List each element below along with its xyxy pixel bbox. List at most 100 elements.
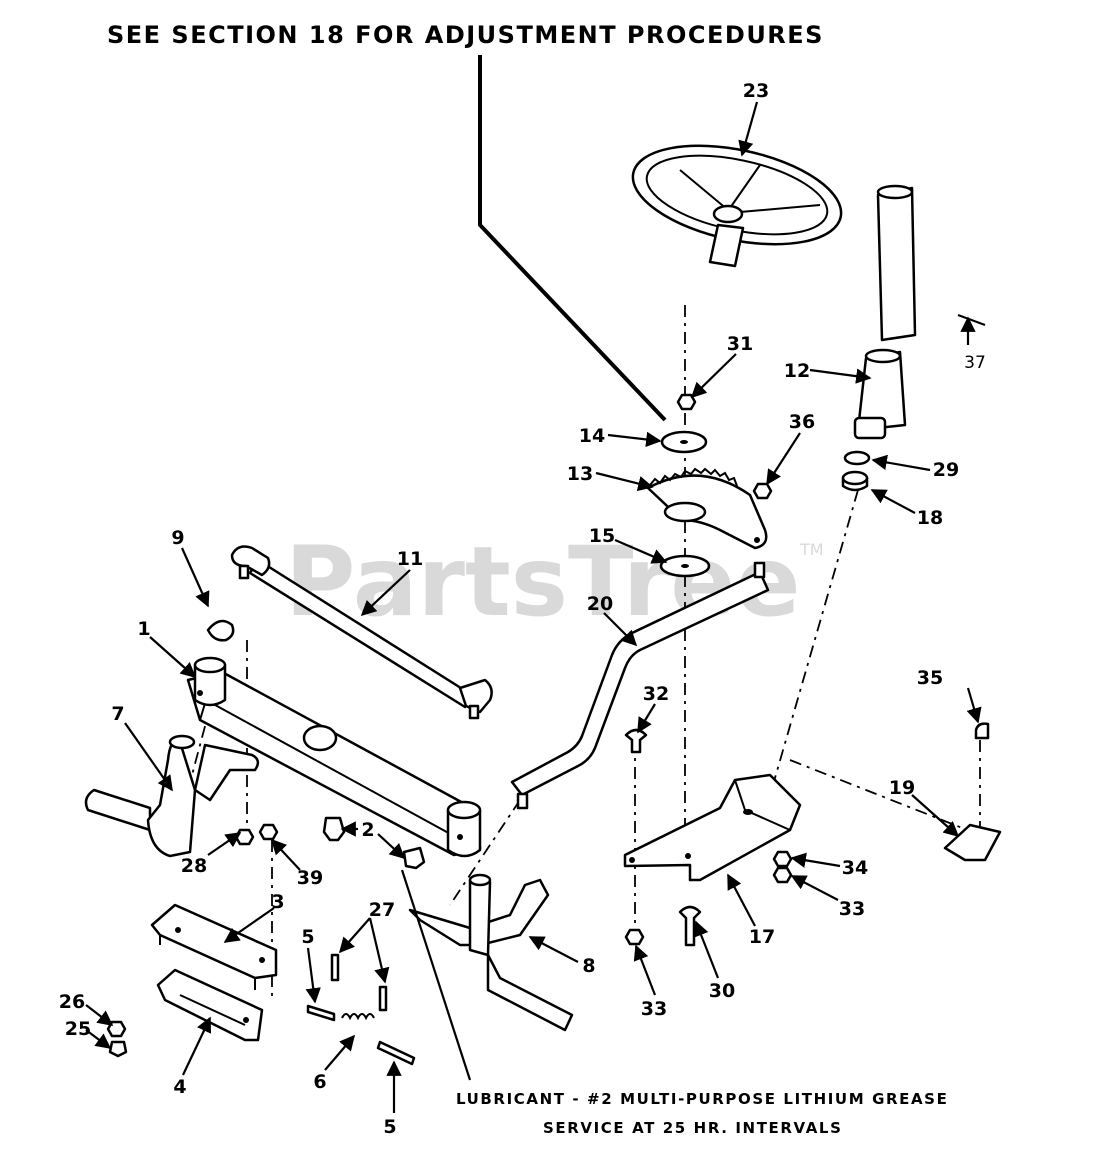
bolt-part-35 [974,722,990,740]
leader-30 [693,920,720,979]
callout-20: 20 [587,593,613,615]
leader-35 [966,687,982,724]
lubricant-note: LUBRICANT - #2 MULTI-PURPOSE LITHIUM GRE… [456,1090,948,1108]
callout-31: 31 [727,333,753,355]
pin-part-5b [376,1040,416,1066]
leader-34 [790,852,841,868]
leader-39 [270,838,301,871]
callout-18: 18 [917,507,943,529]
callout-3: 3 [271,891,284,913]
leader-27b [368,917,390,984]
leader-5a [305,947,321,1004]
callout-39: 39 [297,867,323,889]
leader-2b [377,833,406,860]
nut-part-28 [234,828,255,846]
trademark-mark: TM [799,540,824,559]
leader-19 [911,794,960,838]
callout-36: 36 [789,411,815,433]
leader-17 [727,873,756,927]
drag-link-stud-bottom [516,792,529,810]
nut-part-36 [752,482,773,500]
support-plate-part-17 [623,773,802,882]
service-interval-note: SERVICE AT 25 HR. INTERVALS [543,1119,843,1137]
callout-4: 4 [173,1076,186,1098]
spindle-axis-line [187,699,213,791]
callout-13: 13 [567,463,593,485]
leader-31 [690,353,737,399]
sector-gear-part-13 [646,467,768,550]
leader-4 [182,1016,212,1076]
callout-17: 17 [749,926,775,948]
adjustment-header: SEE SECTION 18 FOR ADJUSTMENT PROCEDURES [107,21,824,49]
leader-12 [809,368,872,384]
leader-27a [338,917,371,954]
steering-column-part-12 [853,184,917,440]
bracket-19-axis-line [789,759,981,836]
callout-5b: 5 [383,1116,396,1138]
callout-28: 28 [181,855,207,877]
nut-part-33a [624,928,645,946]
callout-35: 35 [917,667,943,689]
leader-9 [180,547,210,608]
leader-3 [223,907,275,943]
leader-33b [790,875,839,901]
callout-23: 23 [743,80,769,102]
leader-8 [528,936,579,963]
callout-19: 19 [889,777,915,799]
callout-34: 34 [842,857,868,879]
pin-part-27a [330,953,340,982]
callout-37: 37 [964,353,986,373]
leader-13 [595,471,654,492]
bracket-part-3 [150,903,278,990]
grease-fitting-part-2b [402,846,426,870]
leader-7 [124,722,173,792]
callout-7: 7 [111,703,124,725]
callout-11: 11 [397,548,423,570]
spindle-part-7 [84,734,260,858]
drag-link-axis-line [449,799,521,906]
nut-part-33b [772,866,793,884]
callout-5a: 5 [301,926,314,948]
nut-part-34 [772,850,793,868]
callout-8: 8 [582,955,595,977]
steering-wheel-part-23 [631,144,843,268]
pin-part-27b [378,985,388,1012]
leader-28 [207,832,242,856]
bracket-part-19 [943,823,1002,862]
bolt-part-25 [108,1040,128,1058]
leader-25 [85,1029,112,1049]
callout-33a: 33 [641,998,667,1020]
leader-32 [637,703,656,734]
callout-15: 15 [589,525,615,547]
part-37-mark [957,314,986,326]
washer-part-29 [843,450,871,466]
leader-15 [614,538,668,564]
bolt-part-32 [624,728,648,754]
watermark: PartsTree [285,526,800,638]
leader-18 [870,489,916,514]
leader-11 [360,569,411,617]
spindle-part-8 [408,873,574,1032]
leader-33a [633,944,657,996]
leader-29 [871,454,931,472]
callout-30: 30 [709,980,735,1002]
callout-33b: 33 [839,898,865,920]
leader-23 [738,101,759,157]
leader-1 [149,636,197,679]
callout-25: 25 [65,1018,91,1040]
leader-6 [324,1034,355,1071]
tie-rod-stud-left [238,564,250,580]
pin-part-5a [306,1004,336,1022]
callout-26: 26 [59,991,85,1013]
spring-part-6 [341,1013,375,1021]
callout-6: 6 [313,1071,326,1093]
tie-rod-stud-right [468,704,480,720]
callout-12: 12 [784,360,810,382]
callout-1: 1 [137,618,150,640]
callout-27: 27 [369,899,395,921]
pivot-bracket-part-4 [156,968,264,1042]
section-reference-line [478,55,667,422]
bolt-part-30 [678,905,702,947]
clip-part-9 [206,619,235,642]
